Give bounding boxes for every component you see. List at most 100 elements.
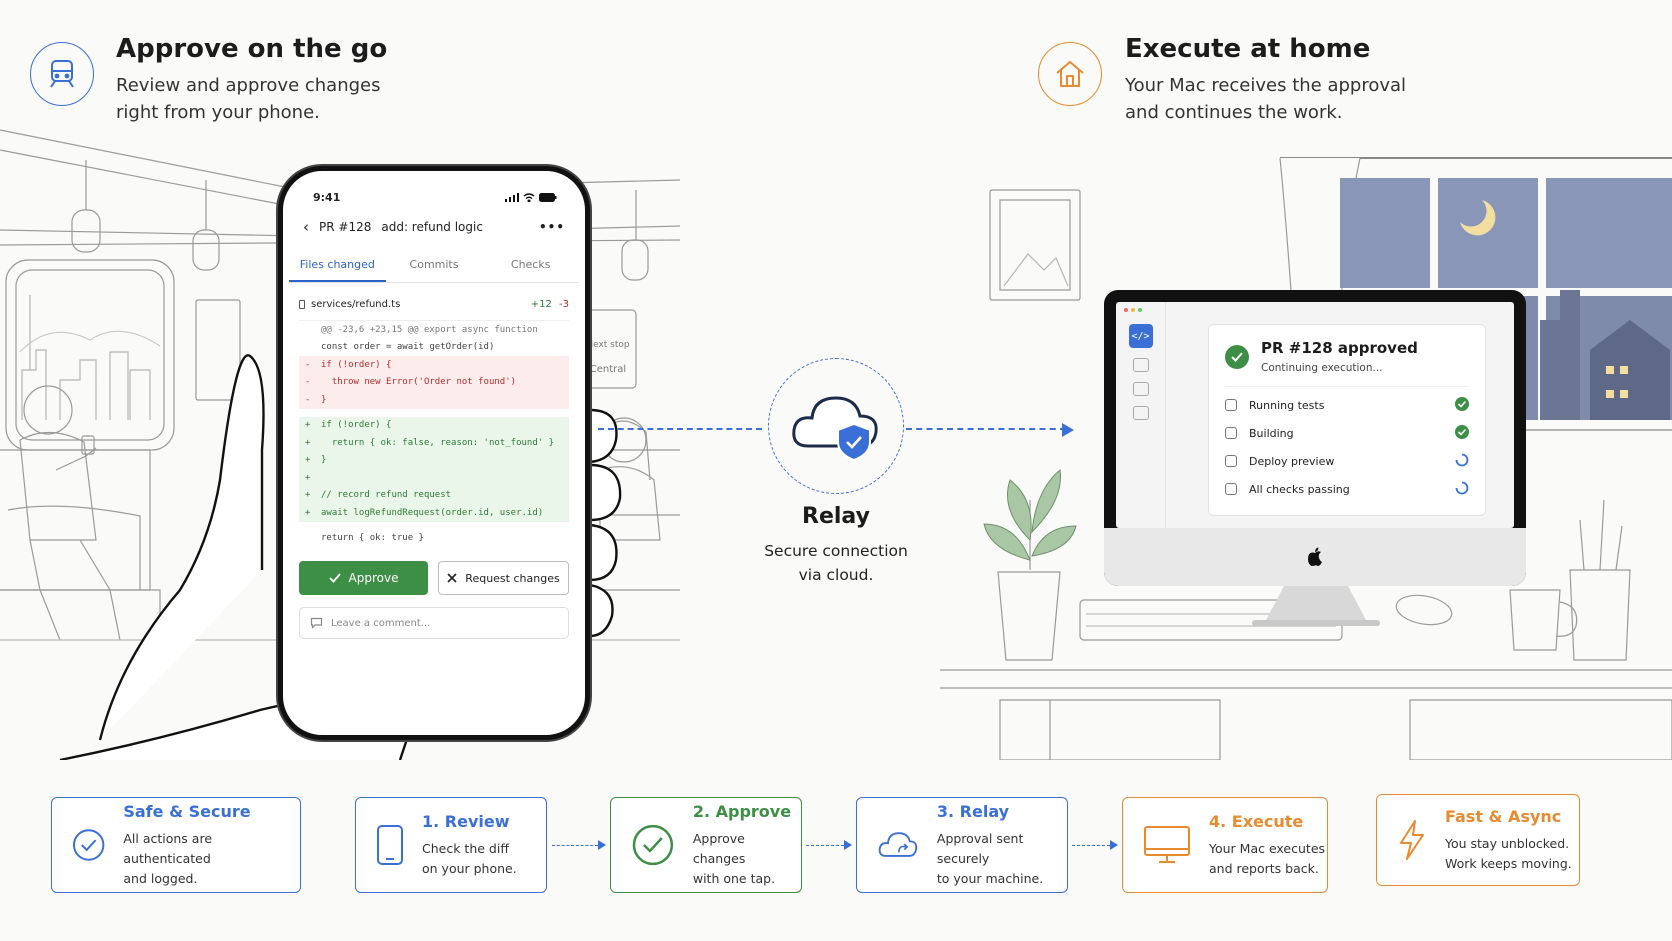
comment-input[interactable]: Leave a comment... bbox=[299, 607, 569, 639]
step-label: Deploy preview bbox=[1249, 454, 1335, 468]
diff-sign: + bbox=[305, 507, 311, 518]
left-header-subtitle: Review and approve changes right from yo… bbox=[116, 72, 387, 126]
execute-title: 4. Execute bbox=[1209, 811, 1304, 831]
flow-arrow-3 bbox=[1072, 845, 1110, 846]
phone-screen: 9:41 ‹ PR #128 add: refund logic ••• Fil… bbox=[289, 177, 579, 729]
phone-icon bbox=[377, 825, 403, 865]
cloud-icon bbox=[878, 832, 918, 857]
diff-sign: + bbox=[305, 490, 311, 501]
imac-base bbox=[1252, 620, 1380, 626]
check-circle-icon bbox=[632, 824, 674, 866]
done-check-icon bbox=[1455, 396, 1469, 414]
request-changes-label: Request changes bbox=[465, 571, 560, 585]
mac-screen: </> PR #128 approved Continuing executio… bbox=[1116, 302, 1514, 528]
tab-checks[interactable]: Checks bbox=[510, 258, 551, 271]
step-icon bbox=[1225, 399, 1237, 411]
request-changes-button[interactable]: Request changes bbox=[438, 561, 569, 595]
step-label: Building bbox=[1249, 426, 1294, 440]
diff-sign: + bbox=[305, 455, 311, 466]
comment-icon bbox=[310, 617, 323, 629]
diff-line: +await logRefundRequest(order.id, user.i… bbox=[299, 504, 569, 522]
app-sidebar: </> bbox=[1116, 302, 1166, 528]
approve-title: 2. Approve bbox=[692, 801, 792, 821]
diff-view: @@ -23,6 +23,15 @@ export async function… bbox=[299, 321, 569, 547]
file-header[interactable]: services/refund.ts +12 -3 bbox=[299, 299, 569, 321]
apple-logo-icon bbox=[1308, 547, 1322, 566]
phone: 9:41 ‹ PR #128 add: refund logic ••• Fil… bbox=[278, 166, 590, 740]
left-header: Approve on the go Review and approve cha… bbox=[116, 34, 387, 126]
step-label: Running tests bbox=[1249, 398, 1325, 412]
code-icon[interactable]: </> bbox=[1128, 324, 1153, 348]
diff-text: return { ok: false, reason: 'not_found' … bbox=[321, 437, 554, 448]
diff-line: + bbox=[299, 469, 569, 487]
pipeline-step: Building bbox=[1225, 419, 1469, 447]
card-subtitle: Continuing execution... bbox=[1261, 362, 1383, 374]
diff-text: if (!order) { bbox=[321, 359, 392, 370]
phone-time: 9:41 bbox=[313, 191, 341, 204]
diff-sign: + bbox=[305, 472, 311, 483]
tab-commits[interactable]: Commits bbox=[409, 258, 459, 271]
done-check-icon bbox=[1455, 424, 1469, 442]
settings-icon[interactable] bbox=[1132, 406, 1149, 420]
card-header: PR #128 approved Continuing execution... bbox=[1225, 339, 1469, 374]
step-icon bbox=[1225, 427, 1237, 439]
relay-arrow-left bbox=[598, 428, 762, 430]
diff-text: if (!order) { bbox=[321, 420, 392, 431]
right-header: Execute at home Your Mac receives the ap… bbox=[1125, 34, 1406, 126]
status-icons bbox=[505, 193, 557, 202]
review-actions: Approve Request changes bbox=[299, 561, 569, 595]
spinner-icon bbox=[1455, 481, 1469, 498]
home-icon bbox=[1038, 42, 1102, 106]
comment-placeholder: Leave a comment... bbox=[331, 617, 431, 629]
flow-arrow-2 bbox=[806, 845, 844, 846]
right-header-subtitle: Your Mac receives the approval and conti… bbox=[1125, 72, 1406, 126]
next-stop-label: Next stop bbox=[586, 340, 630, 350]
station-name: Central bbox=[589, 364, 627, 375]
diff-text: @@ -23,6 +23,15 @@ export async function bbox=[321, 324, 538, 335]
close-icon bbox=[447, 573, 457, 583]
deletions-count: -3 bbox=[559, 299, 569, 310]
train-icon bbox=[30, 42, 94, 106]
pipeline-step: Running tests bbox=[1225, 391, 1469, 419]
right-subtitle-line1: Your Mac receives the approval bbox=[1125, 75, 1407, 96]
tab-files-changed[interactable]: Files changed bbox=[289, 248, 386, 282]
relay-title: Relay bbox=[802, 504, 870, 529]
relay-desc: Secure connection via cloud. bbox=[736, 539, 936, 587]
pr-title: add: refund logic bbox=[381, 220, 483, 234]
left-subtitle-line2: right from your phone. bbox=[116, 102, 320, 123]
approve-button[interactable]: Approve bbox=[299, 561, 428, 595]
flow-arrow-1 bbox=[552, 845, 598, 846]
diff-line: + return { ok: false, reason: 'not_found… bbox=[299, 434, 569, 452]
step-label: All checks passing bbox=[1249, 482, 1350, 496]
next-stop-sign: Next stop Central bbox=[583, 340, 633, 375]
cloud-shield-icon bbox=[792, 396, 878, 462]
diff-text: throw new Error('Order not found') bbox=[321, 377, 517, 388]
diff-text: } bbox=[321, 394, 327, 405]
relay-desc-line2: via cloud. bbox=[798, 566, 874, 584]
back-icon[interactable]: ‹ bbox=[303, 218, 309, 236]
more-icon[interactable]: ••• bbox=[538, 220, 565, 234]
diff-line: const order = await getOrder(id) bbox=[299, 339, 569, 357]
relay-step-title: 3. Relay bbox=[936, 801, 1010, 821]
diff-text: } bbox=[321, 455, 327, 466]
lightning-icon bbox=[1400, 820, 1424, 860]
branch-icon[interactable] bbox=[1132, 358, 1149, 372]
pr-icon[interactable] bbox=[1132, 382, 1149, 396]
diff-line: -} bbox=[299, 391, 569, 409]
phone-status-bar: 9:41 bbox=[289, 177, 579, 204]
safe-title: Safe & Secure bbox=[123, 801, 251, 821]
safe-secure-card: Safe & Secure All actions are authentica… bbox=[51, 797, 301, 893]
relay-circle bbox=[768, 358, 904, 494]
left-header-title: Approve on the go bbox=[116, 34, 388, 64]
diff-text: const order = await getOrder(id) bbox=[321, 342, 495, 353]
diff-sign: - bbox=[305, 377, 311, 388]
